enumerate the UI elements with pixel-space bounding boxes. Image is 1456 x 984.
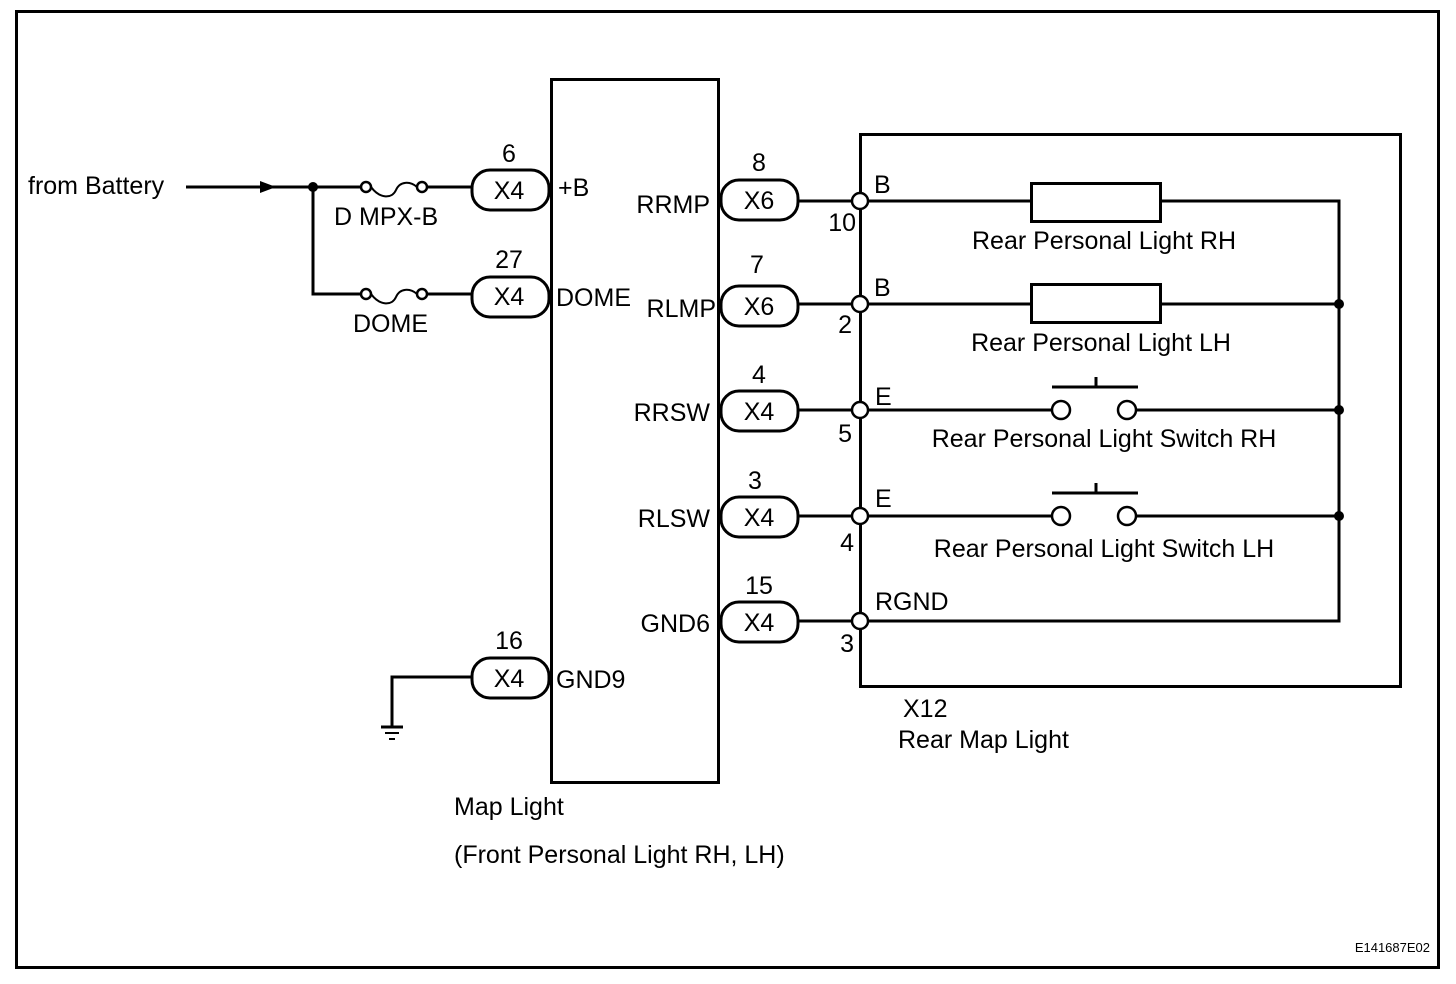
lamp-icon — [1030, 182, 1162, 223]
svg-text:RRSW: RRSW — [634, 399, 711, 427]
connector-right-GND6: 15 X4 GND6 — [641, 572, 855, 644]
svg-text:RLSW: RLSW — [638, 505, 711, 533]
svg-text:8: 8 — [752, 149, 766, 177]
svg-text:Rear Personal Light LH: Rear Personal Light LH — [971, 329, 1231, 357]
connector-left-GND9: 16 X4 GND9 — [470, 627, 625, 700]
rear-map-light-connector: X12 — [903, 695, 947, 723]
svg-text:DOME: DOME — [556, 284, 631, 312]
svg-text:Rear Personal Light Switch RH: Rear Personal Light Switch RH — [932, 425, 1277, 453]
connector-right-RLMP: 7 X6 RLMP — [647, 251, 855, 328]
switch-rear-personal-light-lh: Rear Personal Light Switch LH — [866, 483, 1339, 563]
svg-text:5: 5 — [838, 420, 852, 448]
svg-text:27: 27 — [495, 246, 523, 274]
rear-pin-3: RGND 3 — [840, 588, 949, 658]
svg-text:4: 4 — [840, 529, 854, 557]
svg-text:RLMP: RLMP — [647, 295, 716, 323]
junction-dot — [1334, 299, 1344, 309]
fuse-icon — [370, 181, 418, 198]
fuse-dome: DOME — [313, 287, 472, 338]
svg-text:GND6: GND6 — [641, 610, 710, 638]
svg-text:+B: +B — [558, 174, 589, 202]
lamp-rear-personal-light-lh: Rear Personal Light LH — [866, 283, 1339, 357]
svg-text:RGND: RGND — [875, 588, 949, 616]
map-light-subtitle: (Front Personal Light RH, LH) — [454, 841, 785, 869]
svg-text:2: 2 — [838, 311, 852, 339]
svg-text:Rear Personal Light Switch LH: Rear Personal Light Switch LH — [934, 535, 1274, 563]
rear-pin-10: B 10 — [828, 171, 891, 237]
svg-text:3: 3 — [840, 630, 854, 658]
svg-text:X6: X6 — [744, 293, 775, 321]
switch-rear-personal-light-rh: Rear Personal Light Switch RH — [866, 377, 1339, 453]
lamp-rear-personal-light-rh: Rear Personal Light RH — [866, 182, 1236, 255]
svg-text:X4: X4 — [744, 504, 775, 532]
connector-left-+B: 6 X4 +B — [470, 140, 589, 212]
map-light-box — [550, 78, 720, 784]
connector-left-DOME: 27 X4 DOME — [470, 246, 631, 319]
svg-text:Rear Personal Light RH: Rear Personal Light RH — [972, 227, 1236, 255]
fuse-dmpxb: D MPX-B — [313, 180, 472, 231]
rear-map-light-title: Rear Map Light — [898, 726, 1069, 754]
svg-text:X6: X6 — [744, 187, 775, 215]
svg-text:RRMP: RRMP — [636, 191, 710, 219]
outer-frame — [15, 10, 1440, 969]
svg-text:GND9: GND9 — [556, 666, 625, 694]
svg-text:E: E — [875, 383, 892, 411]
junction-dot — [1334, 405, 1344, 415]
svg-text:15: 15 — [745, 572, 773, 600]
svg-text:X4: X4 — [494, 177, 525, 205]
svg-text:3: 3 — [748, 467, 762, 495]
figure-code: E141687E02 — [1355, 940, 1430, 955]
svg-text:6: 6 — [502, 140, 516, 168]
svg-text:B: B — [874, 171, 891, 199]
from-battery-label: from Battery — [28, 172, 165, 200]
svg-text:X4: X4 — [744, 398, 775, 426]
rear-pin-2: B 2 — [838, 274, 891, 339]
junction-dot — [1334, 511, 1344, 521]
map-light-title: Map Light — [454, 793, 564, 821]
svg-text:16: 16 — [495, 627, 523, 655]
fuse-label: DOME — [353, 310, 428, 338]
connector-right-RLSW: 3 X4 RLSW — [638, 467, 855, 539]
svg-text:4: 4 — [752, 361, 766, 389]
svg-text:10: 10 — [828, 209, 856, 237]
svg-text:X4: X4 — [494, 283, 525, 311]
svg-text:B: B — [874, 274, 891, 302]
connector-right-RRMP: 8 X6 RRMP — [636, 149, 855, 222]
fuse-icon — [370, 288, 418, 305]
connector-right-RRSW: 4 X4 RRSW — [634, 361, 855, 433]
fuse-label: D MPX-B — [334, 203, 438, 231]
svg-text:E: E — [875, 485, 892, 513]
ground-wire — [390, 675, 472, 727]
svg-text:X4: X4 — [494, 665, 525, 693]
lamp-icon — [1030, 283, 1162, 324]
rear-pin-4: E 4 — [840, 485, 892, 557]
svg-text:X4: X4 — [744, 609, 775, 637]
rear-pin-5: E 5 — [838, 383, 892, 448]
svg-text:7: 7 — [750, 251, 764, 279]
ground-icon — [381, 725, 403, 740]
arrow-icon — [260, 181, 276, 193]
